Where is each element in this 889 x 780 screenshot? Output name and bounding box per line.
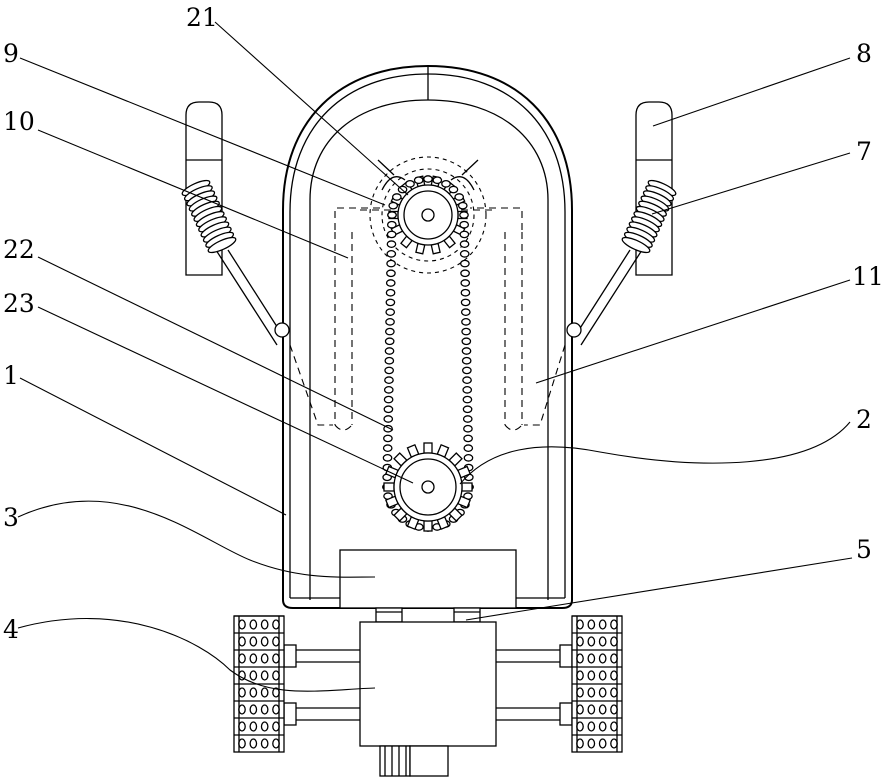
chain-link bbox=[424, 176, 432, 182]
chain-link bbox=[386, 309, 394, 315]
lower-sprocket bbox=[384, 443, 472, 531]
chain-link bbox=[387, 280, 395, 286]
gear-tooth bbox=[424, 521, 432, 531]
chain-link bbox=[389, 202, 397, 208]
chain-link bbox=[384, 445, 392, 451]
chain-link bbox=[463, 396, 471, 402]
upper-sprocket bbox=[360, 157, 496, 273]
chain-link bbox=[388, 212, 396, 218]
chain-link bbox=[387, 231, 395, 237]
chain-link bbox=[461, 251, 469, 257]
label-21: 21 bbox=[186, 3, 218, 32]
chain-link bbox=[449, 186, 457, 192]
chain-link bbox=[460, 212, 468, 218]
label-4: 4 bbox=[3, 615, 19, 644]
chain-link bbox=[463, 387, 471, 393]
chain-link bbox=[461, 270, 469, 276]
chain-link bbox=[387, 241, 395, 247]
chain-link bbox=[386, 319, 394, 325]
chain-link bbox=[384, 406, 392, 412]
chain-link bbox=[385, 338, 393, 344]
chain-link bbox=[461, 260, 469, 266]
label-22: 22 bbox=[3, 235, 35, 264]
chain-link bbox=[462, 338, 470, 344]
label-3: 3 bbox=[3, 503, 19, 532]
label-2: 2 bbox=[856, 405, 872, 434]
chain-link bbox=[460, 231, 468, 237]
label-23: 23 bbox=[3, 289, 35, 318]
chain-link bbox=[463, 406, 471, 412]
chain-link bbox=[384, 416, 392, 422]
chain-link bbox=[461, 290, 469, 296]
chain-link bbox=[387, 270, 395, 276]
chain-link bbox=[461, 299, 469, 305]
chain-link bbox=[386, 328, 394, 334]
chain-link bbox=[384, 396, 392, 402]
chain-link bbox=[462, 319, 470, 325]
chain-link bbox=[461, 280, 469, 286]
chain-link bbox=[464, 426, 472, 432]
chain-link bbox=[387, 260, 395, 266]
chain-link bbox=[385, 358, 393, 364]
chain-link bbox=[464, 445, 472, 451]
chassis bbox=[284, 622, 572, 776]
gear-tooth bbox=[384, 483, 394, 491]
chain-link bbox=[386, 290, 394, 296]
label-10: 10 bbox=[3, 107, 35, 136]
chain-link bbox=[463, 367, 471, 373]
chain-link bbox=[386, 299, 394, 305]
chain-link bbox=[384, 435, 392, 441]
chain-link bbox=[385, 387, 393, 393]
chain-link bbox=[442, 181, 450, 187]
chain-link bbox=[414, 177, 422, 183]
label-9: 9 bbox=[3, 39, 19, 68]
right-shoulder bbox=[567, 102, 678, 345]
label-7: 7 bbox=[856, 137, 872, 166]
chain-link bbox=[464, 455, 472, 461]
chain-link bbox=[460, 222, 468, 228]
chain-link bbox=[385, 367, 393, 373]
chain-link bbox=[433, 177, 441, 183]
chain-link bbox=[393, 194, 401, 200]
chain-link bbox=[462, 358, 470, 364]
chain-link bbox=[383, 455, 391, 461]
chain-link bbox=[385, 377, 393, 383]
left-track bbox=[234, 616, 284, 752]
chain-link bbox=[388, 222, 396, 228]
chain-link bbox=[462, 309, 470, 315]
chain-link bbox=[385, 348, 393, 354]
chain-link bbox=[455, 194, 463, 200]
label-8: 8 bbox=[856, 39, 872, 68]
chain-link bbox=[464, 416, 472, 422]
reference-numerals: 21 9 10 22 23 1 3 4 8 7 11 2 5 bbox=[3, 3, 884, 644]
chain-link bbox=[462, 328, 470, 334]
chain-link bbox=[387, 251, 395, 257]
chain-link bbox=[462, 348, 470, 354]
gear-tooth bbox=[424, 443, 432, 453]
chain-link bbox=[464, 435, 472, 441]
chain-link bbox=[463, 377, 471, 383]
chain-link bbox=[459, 202, 467, 208]
chain-link bbox=[460, 241, 468, 247]
label-5: 5 bbox=[856, 535, 872, 564]
label-1: 1 bbox=[3, 361, 19, 390]
right-track bbox=[572, 616, 622, 752]
gear-tooth bbox=[462, 483, 472, 491]
left-shoulder bbox=[180, 102, 289, 345]
motor-box bbox=[340, 550, 516, 608]
chain-link bbox=[406, 181, 414, 187]
label-11: 11 bbox=[852, 262, 884, 291]
connectors bbox=[376, 608, 480, 622]
